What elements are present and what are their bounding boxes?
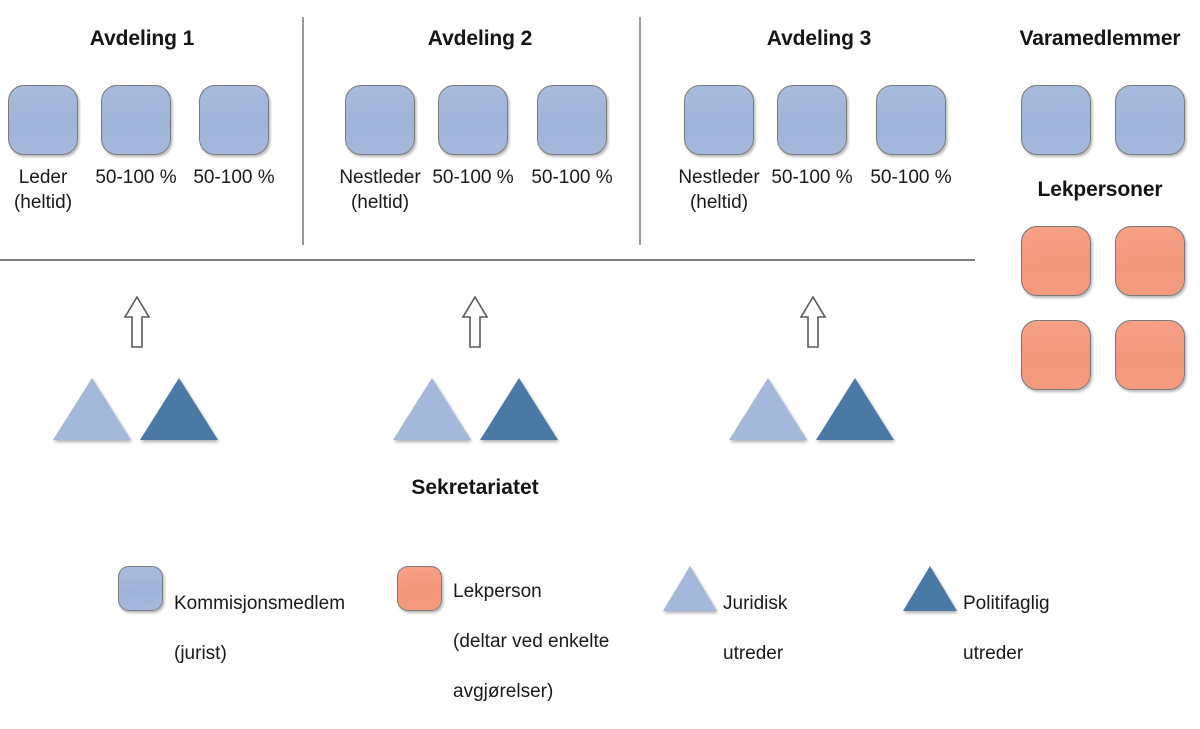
secretariat-juridisk-triangle-2[interactable] (393, 378, 471, 440)
legend-line-2: utreder (963, 643, 1024, 664)
member-caption-avdeling1-leder: Leder (heltid) (0, 165, 103, 215)
legend-line-3: avgjørelser) (453, 681, 554, 702)
member-box-avdeling2-slot2[interactable] (438, 85, 508, 155)
caption-line-2: (heltid) (13, 192, 73, 213)
lekperson-box-3[interactable] (1021, 320, 1091, 390)
org-chart-diagram: { "diagram": { "title_hidden": "", "colo… (0, 17, 1185, 702)
legend-triangle-politifaglig (903, 566, 957, 611)
member-box-avdeling3-nestleder[interactable] (684, 85, 754, 155)
caption-line-1: 50-100 % (193, 167, 275, 188)
legend-line-1: Juridisk (723, 593, 788, 614)
department-title-1: Avdeling 1 (89, 27, 195, 50)
member-box-avdeling1-slot3[interactable] (199, 85, 269, 155)
secretariat-politifaglig-triangle-1[interactable] (140, 378, 218, 440)
member-box-avdeling3-slot2[interactable] (777, 85, 847, 155)
group-title-varamedlemmer: Varamedlemmer (1019, 27, 1181, 50)
legend-line-2: (jurist) (174, 643, 227, 664)
member-box-avdeling2-slot3[interactable] (537, 85, 607, 155)
lekperson-box-4[interactable] (1115, 320, 1185, 390)
up-arrow-icon-1 (122, 295, 152, 355)
divider-between-avdeling-1-and-2 (302, 17, 304, 245)
caption-line-1: 50-100 % (432, 167, 514, 188)
divider-commission-secretariat (0, 259, 975, 261)
varamedlem-box-1[interactable] (1021, 85, 1091, 155)
legend-label-kommisjonsmedlem: Kommisjonsmedlem (jurist) (174, 566, 384, 691)
caption-line-2: (heltid) (689, 192, 749, 213)
divider-between-avdeling-2-and-3 (639, 17, 641, 245)
varamedlem-box-2[interactable] (1115, 85, 1185, 155)
caption-line-1: Nestleder (339, 167, 421, 188)
member-caption-avdeling3-slot3: 50-100 % (851, 165, 971, 190)
legend-swatch-lekperson (397, 566, 442, 611)
caption-line-1: 50-100 % (531, 167, 613, 188)
caption-line-1: 50-100 % (95, 167, 177, 188)
secretariat-politifaglig-triangle-3[interactable] (816, 378, 894, 440)
member-caption-avdeling3-nestleder: Nestleder (heltid) (659, 165, 779, 215)
secretariat-juridisk-triangle-1[interactable] (53, 378, 131, 440)
secretariat-label: Sekretariatet (411, 476, 539, 499)
caption-line-1: 50-100 % (771, 167, 853, 188)
legend-triangle-juridisk (663, 566, 717, 611)
caption-line-2: (heltid) (350, 192, 410, 213)
group-title-lekpersoner: Lekpersoner (1037, 178, 1163, 201)
caption-line-1: 50-100 % (870, 167, 952, 188)
member-caption-avdeling2-slot3: 50-100 % (512, 165, 632, 190)
legend-line-1: Lekperson (453, 581, 542, 602)
member-caption-avdeling1-slot3: 50-100 % (174, 165, 294, 190)
member-caption-avdeling2-slot2: 50-100 % (413, 165, 533, 190)
lekperson-box-1[interactable] (1021, 226, 1091, 296)
legend-line-1: Kommisjonsmedlem (174, 593, 346, 614)
up-arrow-icon-2 (460, 295, 490, 355)
caption-line-1: Leder (18, 167, 68, 188)
legend-label-juridisk: Juridisk utreder (723, 566, 903, 691)
member-box-avdeling1-leder[interactable] (8, 85, 78, 155)
member-caption-avdeling3-slot2: 50-100 % (752, 165, 872, 190)
legend-line-1: Politifaglig (963, 593, 1050, 614)
legend-label-lekperson: Lekperson (deltar ved enkelte avgjørelse… (453, 554, 683, 729)
member-box-avdeling3-slot3[interactable] (876, 85, 946, 155)
secretariat-juridisk-triangle-3[interactable] (729, 378, 807, 440)
member-caption-avdeling1-slot2: 50-100 % (76, 165, 196, 190)
member-box-avdeling1-slot2[interactable] (101, 85, 171, 155)
caption-line-1: Nestleder (678, 167, 760, 188)
secretariat-politifaglig-triangle-2[interactable] (480, 378, 558, 440)
legend-line-2: (deltar ved enkelte (453, 631, 610, 652)
department-title-2: Avdeling 2 (427, 27, 533, 50)
legend-label-politifaglig: Politifaglig utreder (963, 566, 1163, 691)
member-caption-avdeling2-nestleder: Nestleder (heltid) (320, 165, 440, 215)
legend-swatch-kommisjonsmedlem (118, 566, 163, 611)
up-arrow-icon-3 (798, 295, 828, 355)
lekperson-box-2[interactable] (1115, 226, 1185, 296)
legend-line-2: utreder (723, 643, 784, 664)
member-box-avdeling2-nestleder[interactable] (345, 85, 415, 155)
department-title-3: Avdeling 3 (766, 27, 872, 50)
